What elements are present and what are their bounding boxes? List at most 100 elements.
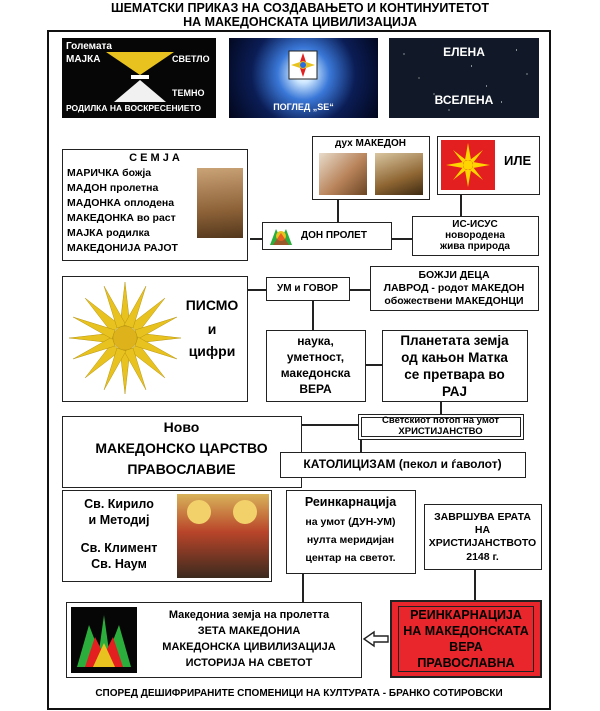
children-box: БОЖЈИ ДЕЦА ЛАВРОД - родот МАКЕДОН обожес… [370,266,539,311]
planet-line3: се претвара во [404,367,505,382]
macedonia-line3: МАКЕДОНСКА ЦИВИЛИЗАЦИЈА [162,641,336,653]
hourglass-icon [106,52,174,102]
reincarnation-box: Реинкарнација на умот (ДУН-УМ) нулта мер… [286,490,416,574]
kingdom-line3: ПРАВОСЛАВИЕ [127,461,236,477]
planet-line2: од кањон Матка [401,350,508,365]
saints-box: Св. Кирило и Методиј Св. Климент Св. Нау… [62,490,272,582]
gaze-panel: ПОГЛЕД „SE“ [229,38,378,118]
science-box: наука, уметност, македонска ВЕРА [266,330,366,402]
earth-item: МАДОНКА оплодена [67,197,175,209]
footer-credit: СПОРЕД ДЕШИФРИРАНИТЕ СПОМЕНИЦИ НА КУЛТУР… [47,688,551,700]
kingdom-box: Ново МАКЕДОНСКО ЦАРСТВО ПРАВОСЛАВИЕ [62,416,302,488]
red-line3: ВЕРА [449,640,483,654]
children-line2: ЛАВРОД - родот МАКЕДОН [383,282,525,294]
light-label: СВЕТЛО [172,54,210,64]
footer-text: СПОРЕД ДЕШИФРИРАНИТЕ СПОМЕНИЦИ НА КУЛТУР… [95,688,389,699]
footer-author: БРАНКО СОТИРОВСКИ [388,688,503,699]
science-line3: македонска [280,366,351,380]
earth-item: МАКЕДОНИЈА РАЈОТ [67,242,178,254]
connector-line [302,424,358,426]
connector-line [392,238,412,240]
earth-box: С Е М Ј А МАРИЧКА божја МАДОН пролетна М… [62,149,248,261]
jesus-line2: новородена [445,230,505,241]
rosette-icon [270,229,292,245]
dark-label: ТЕМНО [172,88,205,98]
spirit-label: дух МАКЕДОН [335,138,406,149]
golden-sun-icon [68,281,182,395]
gaze-caption: ПОГЛЕД „SE“ [273,102,334,112]
earth-item: МАКЕДОНКА во раст [67,212,176,224]
diagram-title: ШЕМАТСКИ ПРИКАЗ НА СОЗДАВАЊЕТО И КОНТИНУ… [111,1,489,15]
flood-line2: ХРИСТИЈАНСТВО [398,426,483,437]
mind-speech-label: УМ и ГОВОР [277,283,338,294]
vergina-sun-icon [441,140,495,190]
jesus-line1: ИС-ИСУС [452,219,498,230]
saints-line1: Св. Кирило [84,497,154,511]
science-line1: наука, [297,334,334,348]
universe-line1: ЕЛЕНА [443,45,485,59]
mind-speech-box: УМ и ГОВОР [266,277,350,301]
writing-line3: цифри [188,343,236,359]
catholicism-box: КАТОЛИЦИЗАМ (пекол и ѓаволот) [280,452,526,478]
writing-line1: ПИСМО [185,297,239,313]
connector-line [350,289,370,291]
connector-line [366,364,382,366]
macedonia-box: Македониа земја на пролетта ЗЕТА МАКЕДОН… [66,602,362,678]
science-line4: ВЕРА [299,382,332,396]
planet-line4: РАЈ [441,384,468,399]
flood-line1: Светскиот потоп на умот [382,415,499,426]
reincarnation-faith-inner [398,606,534,672]
connector-line [360,440,362,452]
don-label: ДОН ПРОЛЕТ [301,230,367,241]
macedonia-line1: Македониа земја на пролетта [168,609,330,621]
saints-line2: и Методиј [88,513,150,527]
earth-item: МАРИЧКА божја [67,167,152,179]
planet-box: Планетата земја од кањон Матка се претва… [382,330,528,402]
diagram-subtitle: НА МАКЕДОНСКАТА ЦИВИЛИЗАЦИЈА [183,15,417,29]
writing-box: ПИСМО и цифри [62,276,248,402]
ile-box: ИЛЕ [437,136,540,195]
reincarnation-line1: Реинкарнација [304,495,397,509]
red-line1: РЕИНКАРНАЦИЈА [410,608,522,622]
mother-line2: МАЈКА [66,54,101,65]
great-mother-panel: Големата МАЈКА СВЕТЛО ТЕМНО РОДИЛКА НА В… [62,38,216,118]
saints-line3: Св. Климент [80,541,158,555]
flame-logo-icon [77,615,131,667]
ile-label: ИЛЕ [504,153,532,168]
era-line2: НА [474,524,491,536]
halo-icon [187,500,211,524]
connector-line [460,195,462,217]
rosette-icon [288,50,318,80]
kingdom-line2: МАКЕДОНСКО ЦАРСТВО [95,440,268,456]
kingdom-line1: Ново [163,419,200,435]
macedonia-line4: ИСТОРИЈА НА СВЕТОТ [185,657,313,669]
writing-line2: и [207,321,217,337]
artifact-image [375,153,423,195]
planet-line1: Планетата земја [400,333,509,348]
connector-line [248,289,266,291]
connector-line [440,402,442,414]
connector-line [474,570,476,602]
catholicism-label: КАТОЛИЦИЗАМ (пекол и ѓаволот) [303,457,502,471]
flame-logo-panel [71,607,137,673]
saints-line4: Св. Наум [91,557,147,571]
clay-model-image [197,168,243,238]
reincarnation-line4: центар на светот. [305,552,396,564]
don-prolet-box: ДОН ПРОЛЕТ [262,222,392,250]
flood-box: Светскиот потоп на умот ХРИСТИЈАНСТВО [358,414,524,440]
reincarnation-line2: на умот (ДУН-УМ) [305,516,396,528]
saints-icon-image [177,494,269,578]
diagram-frame [47,30,551,710]
jesus-box: ИС-ИСУС новородена жива природа [412,216,539,256]
science-line2: уметност, [286,350,345,364]
universe-line2: ВСЕЛЕНА [434,93,494,107]
universe-panel: ЕЛЕНА ВСЕЛЕНА [389,38,539,118]
jesus-line3: жива природа [440,241,510,252]
red-line2: НА МАКЕДОНСКАТА [403,624,529,638]
macedonia-line2: ЗЕТА МАКЕДОНИА [197,625,301,637]
earth-item: МАДОН пролетна [67,182,159,194]
era-end-box: ЗАВРШУВА ЕРАТА НА ХРИСТИЈАНСТВОТО 2148 г… [424,504,542,570]
reincarnation-faith-box: РЕИНКАРНАЦИЈА НА МАКЕДОНСКАТА ВЕРА ПРАВО… [390,600,542,678]
mother-line1: Големата [66,41,112,52]
arrow-left-icon [362,630,389,648]
